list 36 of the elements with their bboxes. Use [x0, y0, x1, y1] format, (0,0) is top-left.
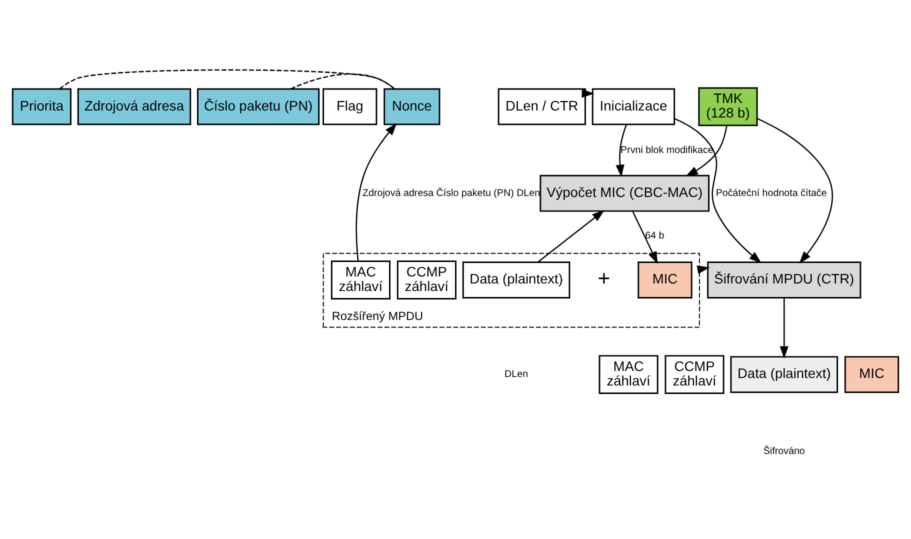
- node-box: Zdrojová adresa: [77, 88, 192, 126]
- node-box: Šifrování MPDU (CTR): [707, 262, 862, 298]
- arrow: [616, 124, 627, 178]
- arrow: [632, 211, 658, 264]
- arrow: [757, 118, 833, 264]
- node-box: MAC záhlaví: [598, 355, 658, 394]
- arrow: [538, 210, 604, 263]
- label: Šifrováno: [763, 446, 805, 457]
- connector: [290, 73, 396, 90]
- edge-label: Prvni blok modifikace: [620, 144, 714, 156]
- label: DLen: [504, 368, 528, 380]
- node-box: CCMP záhlaví: [396, 260, 456, 300]
- node-box: Flag: [322, 88, 378, 126]
- connector: [59, 69, 396, 90]
- arrow: [696, 265, 710, 274]
- node-box: Číslo paketu (PN): [197, 88, 320, 126]
- edge-label: Počáteční hodnota čítače: [716, 188, 827, 199]
- arrow: [686, 125, 728, 176]
- node-box: Data (plaintext): [462, 262, 570, 298]
- node-box: Priorita: [12, 88, 72, 126]
- label: +: [598, 266, 610, 291]
- arrow: [780, 298, 788, 359]
- node-box: Inicializace: [592, 88, 676, 126]
- node-box: MIC: [844, 356, 900, 393]
- node-box: Data (plaintext): [730, 356, 838, 393]
- edge-label: Zdrojová adresa Číslo paketu (PN) DLen: [362, 188, 540, 199]
- node-box: Nonce: [384, 88, 440, 126]
- node-box: MAC záhlaví: [330, 260, 390, 300]
- node-box: Výpočet MIC (CBC-MAC): [540, 174, 710, 212]
- edge-label: 64 b: [645, 230, 664, 242]
- node-box: MIC: [638, 262, 692, 298]
- arrow: [356, 123, 397, 262]
- node-box: TMK (128 b): [698, 87, 758, 126]
- node-box: CCMP záhlaví: [664, 355, 724, 394]
- arrow: [582, 89, 594, 98]
- arrow: [674, 118, 762, 264]
